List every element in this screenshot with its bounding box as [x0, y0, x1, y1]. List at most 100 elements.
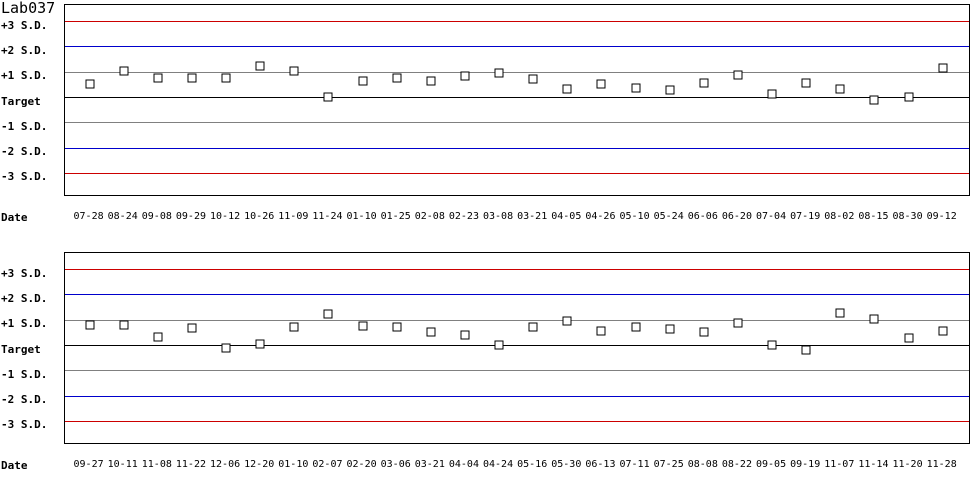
plot-area-bottom: [64, 252, 970, 444]
y-axis-label-minus-3-sd: -3 S.D.: [1, 170, 48, 183]
data-point: [801, 345, 811, 355]
reference-line-2-s-d: [65, 147, 969, 149]
data-point: [85, 79, 95, 89]
data-point: [938, 326, 948, 336]
data-point: [119, 320, 129, 330]
x-axis-tick-label: 12-06: [210, 459, 241, 470]
x-axis-tick-label: 09-08: [141, 211, 172, 222]
x-axis-tick-label: 04-24: [482, 459, 514, 470]
y-axis-label-plus-3-sd-2: +3 S.D.: [1, 267, 48, 280]
y-axis-label-plus-1-sd: +1 S.D.: [1, 69, 48, 82]
x-axis-tick-label: 10-11: [107, 459, 138, 470]
data-point: [562, 84, 572, 94]
x-axis-tick-label: 03-08: [482, 211, 514, 222]
data-point: [801, 78, 811, 88]
reference-line-1-s-d: [65, 122, 969, 124]
reference-line-target: [65, 345, 969, 346]
y-axis-label-minus-2-sd-2: -2 S.D.: [1, 393, 48, 406]
y-axis-label-target: Target: [1, 95, 41, 108]
x-axis-tick-label: 01-25: [380, 211, 411, 222]
x-axis-tick-label: 06-20: [721, 211, 752, 222]
x-axis-tick-label: 05-24: [653, 211, 684, 222]
data-point: [869, 95, 879, 105]
x-axis-label-date-bottom: Date: [1, 459, 28, 472]
data-point: [221, 73, 231, 83]
x-axis-tick-label: 11-22: [175, 459, 206, 470]
data-point: [255, 339, 265, 349]
x-axis-tick-label: 11-09: [278, 211, 309, 222]
data-point: [153, 73, 163, 83]
data-point: [631, 322, 641, 332]
x-axis-tick-label: 04-04: [448, 459, 479, 470]
y-axis-label-target-2: Target: [1, 343, 41, 356]
x-axis-tick-label: 07-04: [755, 211, 787, 222]
data-point: [187, 323, 197, 333]
data-point: [358, 76, 368, 86]
data-point: [904, 92, 914, 102]
x-axis-tick-label: 03-06: [380, 459, 411, 470]
x-axis-tick-label: 08-15: [858, 211, 889, 222]
data-point: [835, 308, 845, 318]
data-point: [392, 73, 402, 83]
data-point: [904, 333, 914, 343]
x-axis-tick-label: 09-27: [73, 459, 104, 470]
x-axis-label-date-top: Date: [1, 211, 28, 224]
data-point: [85, 320, 95, 330]
y-axis-label-minus-3-sd-2: -3 S.D.: [1, 418, 48, 431]
data-point: [289, 322, 299, 332]
data-point: [119, 66, 129, 76]
data-point: [665, 324, 675, 334]
x-axis-tick-label: 11-28: [926, 459, 957, 470]
reference-line-+3-s-d: [65, 269, 969, 271]
reference-line-+2-s-d: [65, 294, 969, 296]
data-point: [460, 330, 470, 340]
data-point: [289, 66, 299, 76]
plot-area-top: [64, 4, 970, 196]
x-axis-tick-label: 02-07: [312, 459, 343, 470]
x-axis-tick-label: 07-19: [790, 211, 821, 222]
x-axis-tick-label: 11-14: [858, 459, 889, 470]
x-axis-tick-label: 05-30: [551, 459, 582, 470]
x-axis-tick-label: 10-12: [210, 211, 241, 222]
x-axis-tick-label: 01-10: [278, 459, 309, 470]
x-axis-tick-label: 07-28: [73, 211, 104, 222]
x-axis-tick-label: 05-10: [619, 211, 650, 222]
x-axis-tick-label: 02-20: [346, 459, 377, 470]
data-point: [562, 316, 572, 326]
data-point: [596, 326, 606, 336]
page-title: Lab037: [1, 0, 56, 17]
x-axis-tick-label: 09-19: [790, 459, 821, 470]
data-point: [460, 71, 470, 81]
y-axis-label-minus-1-sd: -1 S.D.: [1, 120, 48, 133]
x-axis-tick-label: 08-30: [892, 211, 923, 222]
x-axis-tick-label: 04-26: [585, 211, 616, 222]
y-axis-label-plus-3-sd: +3 S.D.: [1, 19, 48, 32]
x-axis-tick-label: 08-22: [721, 459, 752, 470]
x-axis-tick-label: 09-05: [755, 459, 787, 470]
x-axis-tick-label: 01-10: [346, 211, 377, 222]
data-point: [392, 322, 402, 332]
x-axis-tick-label: 09-12: [926, 211, 957, 222]
data-point: [358, 321, 368, 331]
reference-line-+1-s-d: [65, 319, 969, 321]
x-axis-tick-label: 06-06: [687, 211, 718, 222]
data-point: [494, 340, 504, 350]
data-point: [153, 332, 163, 342]
x-axis-tick-label: 11-24: [312, 211, 343, 222]
x-axis-tick-label: 08-08: [687, 459, 718, 470]
data-point: [733, 318, 743, 328]
data-point: [767, 340, 777, 350]
x-axis-tick-label: 11-07: [824, 459, 855, 470]
x-axis-tick-label: 07-25: [653, 459, 684, 470]
data-point: [187, 73, 197, 83]
reference-line-+3-s-d: [65, 21, 969, 23]
data-point: [665, 85, 675, 95]
y-axis-label-plus-2-sd: +2 S.D.: [1, 44, 48, 57]
data-point: [255, 61, 265, 71]
x-axis-tick-label: 03-21: [517, 211, 548, 222]
data-point: [426, 76, 436, 86]
y-axis-label-minus-2-sd: -2 S.D.: [1, 145, 48, 158]
data-point: [733, 70, 743, 80]
reference-line-+2-s-d: [65, 46, 969, 48]
x-axis-tick-label: 11-20: [892, 459, 923, 470]
